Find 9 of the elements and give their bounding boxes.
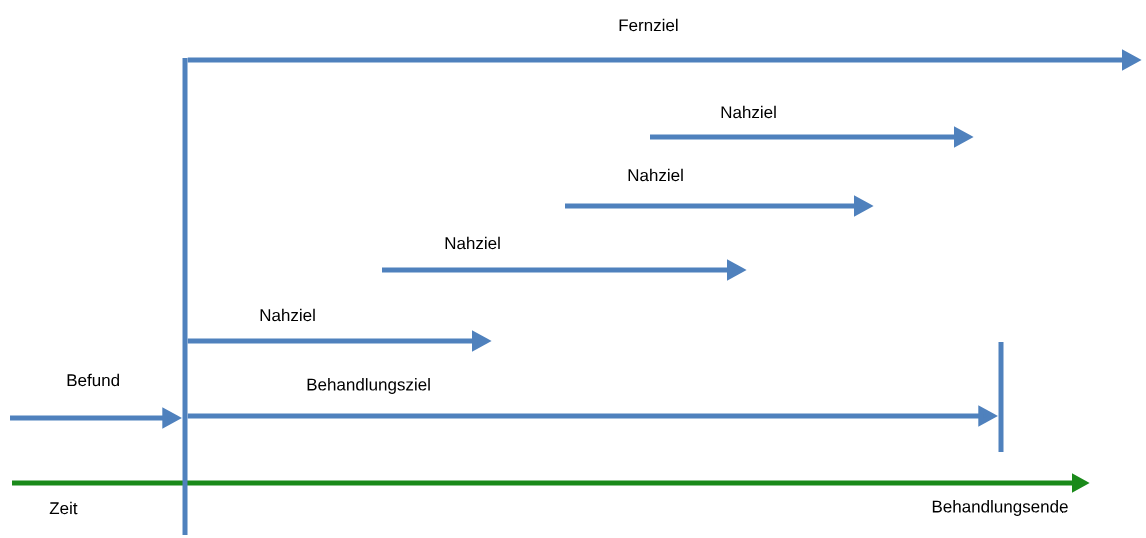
axis-label: Zeit <box>49 501 78 515</box>
edge-label: Nahziel <box>260 308 315 322</box>
edge-label: Befund <box>67 373 119 387</box>
edge-label: Behandlungsziel <box>307 378 430 394</box>
axis-label: Behandlungsende <box>932 500 1068 516</box>
axis-label: Nahziel <box>721 105 776 119</box>
edge-label: Fernziel <box>619 18 678 32</box>
axis-label: Nahziel <box>628 168 683 182</box>
axis-label: Nahziel <box>445 236 500 250</box>
